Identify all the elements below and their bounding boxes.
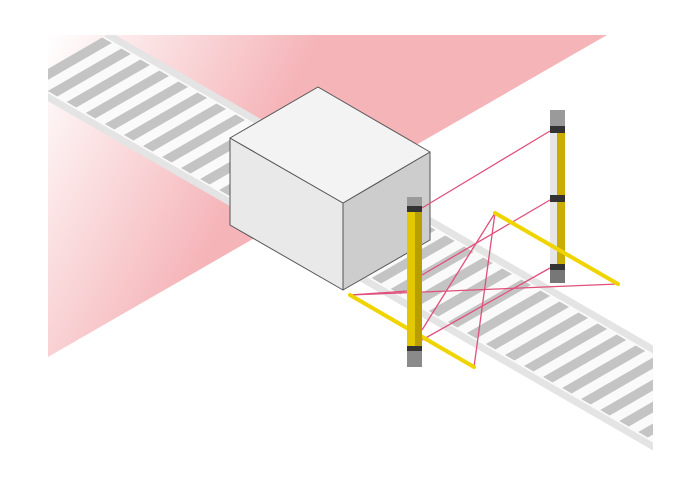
front-post bbox=[407, 197, 422, 367]
conveyor-roller bbox=[581, 357, 653, 405]
light-beams bbox=[349, 130, 619, 368]
conveyor-roller bbox=[543, 334, 627, 383]
conveyor-roller bbox=[466, 290, 550, 339]
back-arm bbox=[493, 211, 620, 286]
conveyor-roller bbox=[409, 257, 493, 306]
back-post bbox=[550, 110, 565, 283]
box bbox=[229, 86, 431, 291]
conveyor-roller bbox=[600, 379, 653, 416]
conveyor-roller bbox=[524, 323, 608, 372]
conveyor-roller bbox=[676, 412, 700, 460]
conveyor-roller bbox=[619, 401, 653, 427]
conveyor-roller bbox=[162, 114, 246, 163]
conveyor-roller bbox=[638, 423, 653, 438]
conveyor-roller bbox=[104, 81, 189, 130]
conveyor-roller bbox=[562, 345, 646, 394]
conveyor-roller bbox=[85, 70, 169, 119]
conveyor-roller bbox=[123, 92, 208, 141]
conveyor-roller bbox=[48, 48, 131, 97]
conveyor-roller bbox=[48, 37, 112, 80]
conveyor-roller bbox=[657, 401, 700, 449]
box-top-face bbox=[229, 86, 431, 204]
conveyor-roller bbox=[504, 312, 589, 361]
conveyor-roller bbox=[142, 103, 227, 152]
conveyor-roller bbox=[428, 268, 512, 317]
conveyor-roller bbox=[447, 279, 531, 328]
conveyor-roller bbox=[485, 301, 570, 350]
conveyor-roller bbox=[66, 59, 150, 108]
